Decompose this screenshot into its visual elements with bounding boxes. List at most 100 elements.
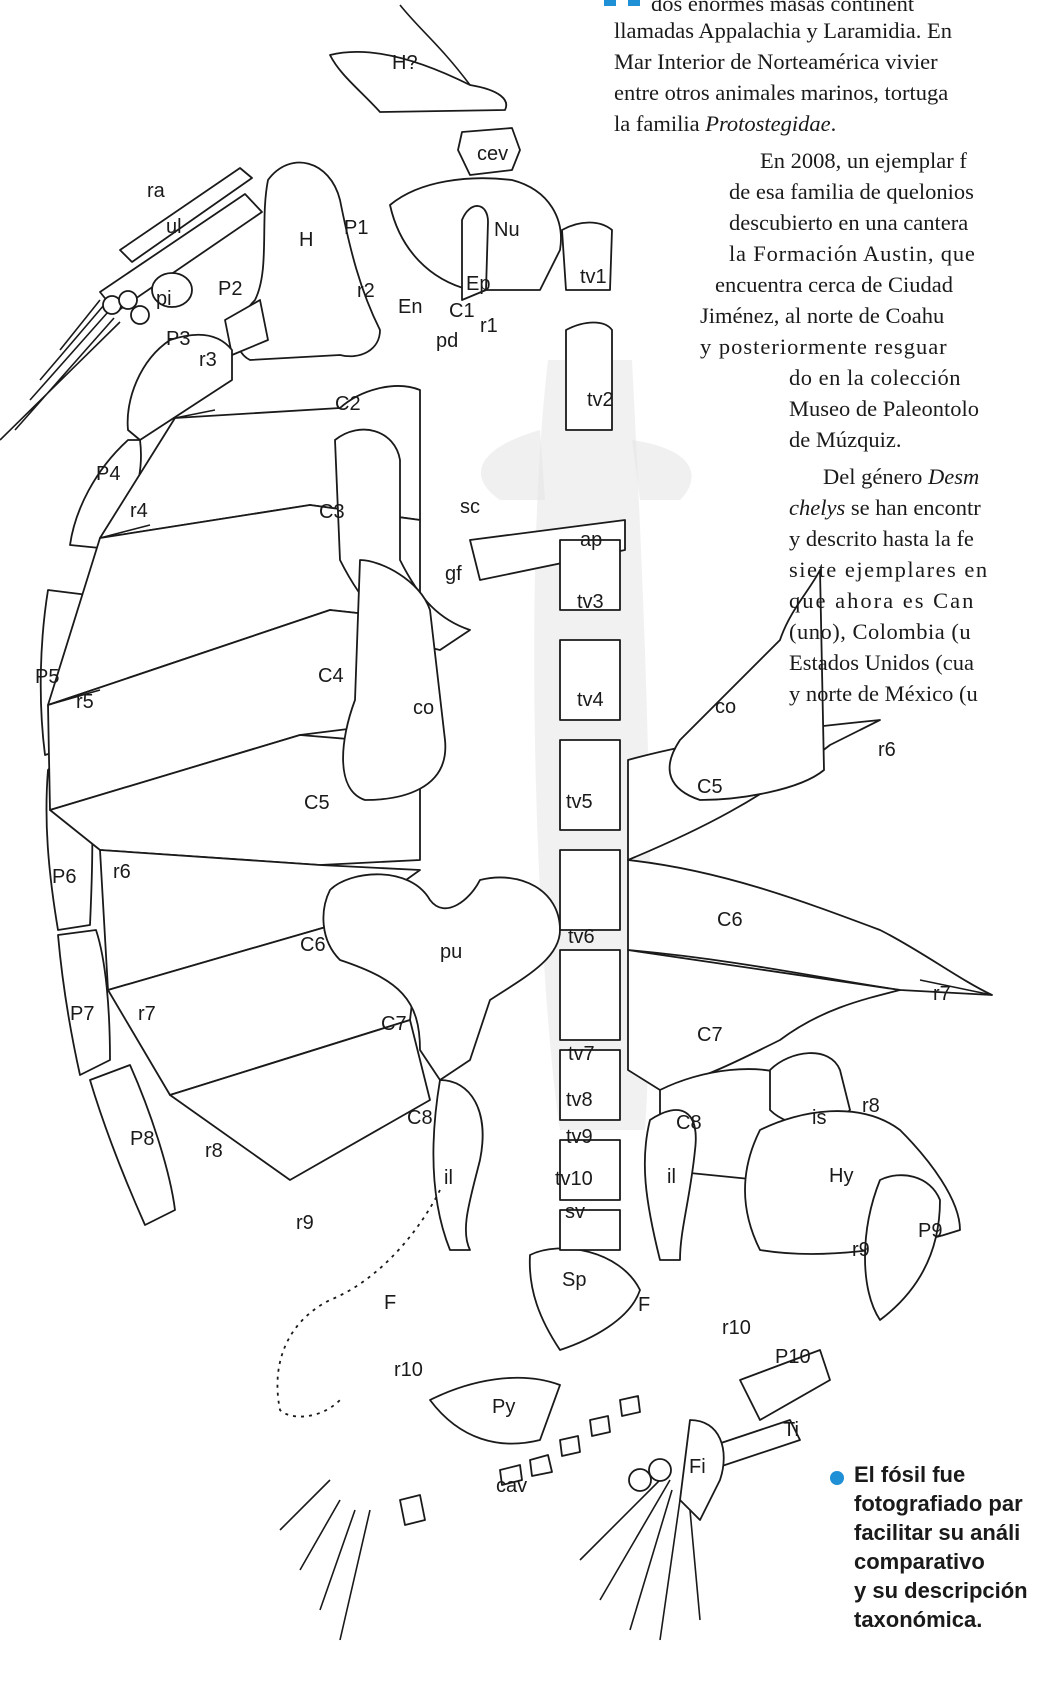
label-C8-right: C8 [676,1112,702,1134]
caption-line-5: y su descripción [854,1576,1039,1605]
label-Ti: Ti [783,1419,799,1441]
text-line-23: y norte de México (u [789,678,978,709]
label-C5-left: C5 [304,792,330,814]
manus [0,291,149,440]
label-r6-left: r6 [113,861,131,883]
label-tv7: tv7 [568,1043,595,1065]
caption-line-1: El fósil fue [854,1460,1039,1489]
suprapygal [530,1248,640,1350]
section-bullet-mark [604,0,616,6]
label-P5: P5 [35,666,59,688]
text-line-4: entre otros animales marinos, tortuga [614,77,948,108]
label-is: is [812,1107,826,1129]
left-hindlimb [280,1480,425,1640]
label-il-right: il [667,1166,676,1188]
label-C3: C3 [319,501,345,523]
ilium-left [433,1080,482,1250]
text-line-7: de esa familia de quelonios [729,176,974,207]
text-line-10: encuentra cerca de Ciudad [715,269,953,300]
text-line-18: y descrito hasta la fe [789,523,974,554]
label-r9-left: r9 [296,1212,314,1234]
label-r10-left: r10 [394,1359,423,1381]
label-tv10: tv10 [555,1168,593,1190]
label-r1: r1 [480,315,498,337]
label-tv5: tv5 [566,791,593,813]
label-r7-left: r7 [138,1003,156,1025]
label-r9-right: r9 [852,1239,870,1261]
label-P4: P4 [96,463,120,485]
label-cav: cav [496,1475,527,1497]
label-tv6: tv6 [568,926,595,948]
label-H-question: H? [392,52,418,74]
caption-line-3: facilitar su análi [854,1518,1039,1547]
peripheral-p9 [865,1175,940,1320]
text-line-15: de Múzquiz. [789,424,901,455]
label-C5-right: C5 [697,776,723,798]
label-Fi: Fi [689,1456,706,1478]
label-P6: P6 [52,866,76,888]
label-r5: r5 [76,691,94,713]
label-P10: P10 [775,1346,811,1368]
label-r7-right: r7 [933,983,951,1005]
label-ap: ap [580,529,602,551]
label-P1: P1 [344,217,368,239]
text-line-2: llamadas Appalachia y Laramidia. En [614,15,952,46]
label-gf: gf [445,563,462,585]
label-r8-right: r8 [862,1095,880,1117]
text-line-6: En 2008, un ejemplar f [760,145,967,176]
label-Nu: Nu [494,219,520,241]
label-r2: r2 [357,280,375,302]
label-C7-right: C7 [697,1024,723,1046]
label-C1: C1 [449,300,475,322]
text-line-8: descubierto en una cantera [729,207,968,238]
label-r8-left: r8 [205,1140,223,1162]
label-ra: ra [147,180,166,202]
label-C8-left: C8 [407,1107,433,1129]
label-C4: C4 [318,665,344,687]
caption-line-2: fotografiado par [854,1489,1039,1518]
label-tv2: tv2 [587,389,614,411]
label-ul: ul [166,216,182,238]
label-H: H [299,229,313,251]
label-tv8: tv8 [566,1089,593,1111]
text-line-14: Museo de Paleontolo [789,393,979,424]
label-P8: P8 [130,1128,154,1150]
label-C7-left: C7 [381,1013,407,1035]
text-line-22: Estados Unidos (cua [789,647,974,678]
text-line-5: la familia Protostegidae. [614,108,836,139]
label-r6-right: r6 [878,739,896,761]
label-P7: P7 [70,1003,94,1025]
text-line-12: y posteriormente resguar [700,331,948,362]
text-line-3: Mar Interior de Norteamérica vivier [614,46,938,77]
coracoid-left [343,560,445,800]
label-pi: pi [156,288,172,310]
text-line-11: Jiménez, al norte de Coahu [700,300,944,331]
label-sv: sv [565,1201,585,1223]
text-line-16: Del género Desm [823,461,979,492]
label-sc: sc [460,496,480,518]
label-Ep: Ep [466,273,490,295]
label-Py: Py [492,1396,515,1418]
label-P3: P3 [166,328,190,350]
label-C2: C2 [335,393,361,415]
label-F-left: F [384,1292,396,1314]
label-C6-left: C6 [300,934,326,956]
text-line-17: chelys se han encontr [789,492,981,523]
text-line-20: que ahora es Can [789,585,975,616]
label-P2: P2 [218,278,242,300]
label-r10-right: r10 [722,1317,751,1339]
label-tv9: tv9 [566,1126,593,1148]
label-r3: r3 [199,349,217,371]
fragment-humerus-question [330,52,506,112]
text-line-9: la Formación Austin, que [729,238,976,269]
label-pd: pd [436,330,458,352]
label-r4: r4 [130,500,148,522]
label-co-left: co [413,697,434,719]
label-Hy: Hy [829,1165,853,1187]
label-tv3: tv3 [577,591,604,613]
label-co-right: co [715,696,736,718]
label-C6-right: C6 [717,909,743,931]
text-line-13: do en la colección [789,362,961,393]
label-tv4: tv4 [577,689,604,711]
